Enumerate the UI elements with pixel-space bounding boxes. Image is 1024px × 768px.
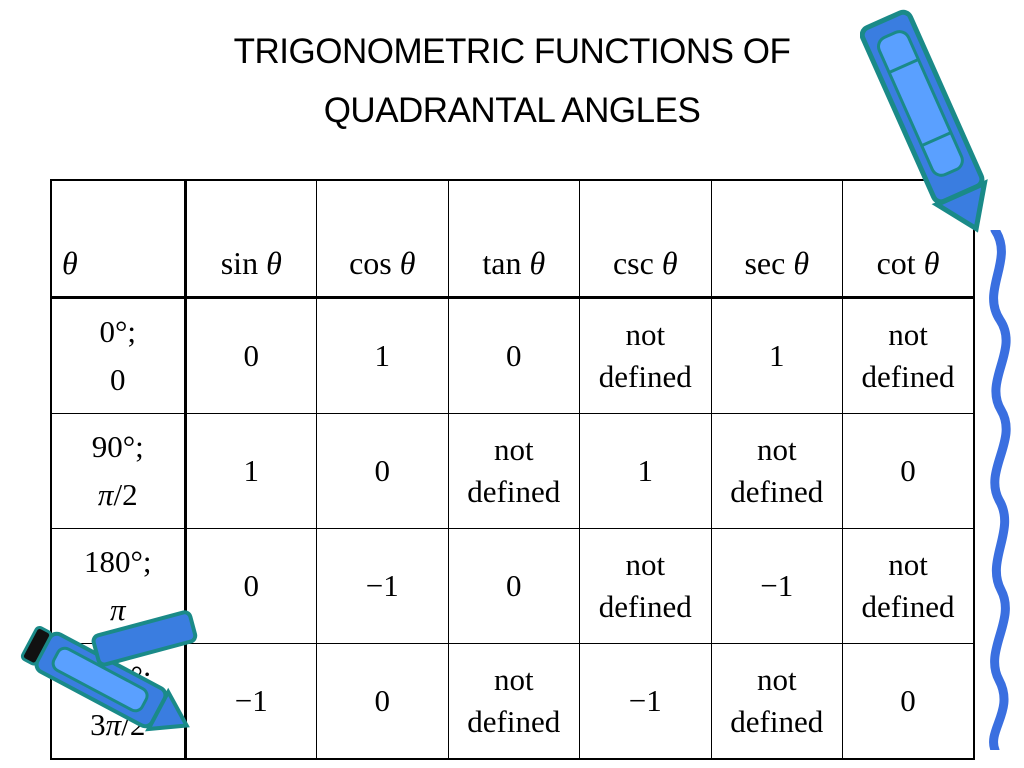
value-text-line: defined — [467, 704, 561, 739]
value-cell-sin: 0 — [184, 528, 317, 644]
value-cell-sec: not defined — [710, 413, 843, 529]
value-text-line: defined — [730, 704, 824, 739]
value-text-line: defined — [598, 359, 692, 394]
angle-degrees: 0°; — [99, 314, 136, 349]
header-sec: sec θ — [710, 179, 843, 299]
angle-cell: 0°;0 — [50, 297, 187, 414]
header-tan: tan θ — [447, 179, 580, 299]
value-text-line: defined — [467, 474, 561, 509]
value-cell-cot: not defined — [842, 297, 975, 414]
value-text-line: not — [625, 547, 666, 582]
value-text-line: not — [888, 547, 928, 582]
angle-cell: 90°; π/2 — [50, 413, 187, 529]
angle-degrees: 180°; — [83, 544, 152, 579]
value-text-line: not — [625, 317, 666, 352]
value-cell-cos: 1 — [316, 297, 449, 414]
value-cell-sec: 1 — [710, 297, 843, 414]
value-cell-cot: 0 — [842, 413, 975, 529]
value-text-line: defined — [730, 474, 824, 509]
title-line-2: QUADRANTAL ANGLES — [323, 91, 701, 130]
value-cell-sec: −1 — [710, 528, 843, 644]
value-cell-cot: not defined — [842, 528, 975, 644]
value-text-line: not — [493, 662, 534, 697]
ribbon-decoration-right — [989, 230, 1011, 750]
value-cell-sin: −1 — [184, 643, 317, 760]
value-cell-cos: −1 — [316, 528, 449, 644]
value-cell-csc: not defined — [579, 297, 712, 414]
value-text-line: not — [493, 432, 534, 467]
value-cell-sec: not defined — [710, 643, 843, 760]
value-text-line: not — [888, 317, 928, 352]
page-title: TRIGONOMETRIC FUNCTIONS OF QUADRANTAL AN… — [0, 22, 1024, 140]
value-text-line: defined — [861, 589, 955, 624]
header-theta: θ — [50, 179, 187, 299]
title-line-1: TRIGONOMETRIC FUNCTIONS OF — [233, 32, 791, 71]
value-cell-tan: not defined — [447, 413, 580, 529]
angle-degrees: 90°; — [91, 429, 144, 464]
value-cell-sin: 1 — [184, 413, 317, 529]
value-cell-sin: 0 — [184, 297, 317, 414]
value-text-line: not — [756, 432, 797, 467]
header-sin: sin θ — [184, 179, 317, 299]
value-text-line: defined — [598, 589, 692, 624]
value-cell-csc: −1 — [579, 643, 712, 760]
value-cell-tan: 0 — [447, 528, 580, 644]
value-text-line: not — [756, 662, 797, 697]
angle-radians: 0 — [110, 362, 126, 397]
pencil-decoration-bottom-left — [20, 610, 198, 732]
pencil-decoration-top-right — [860, 9, 988, 233]
value-cell-cos: 0 — [316, 413, 449, 529]
value-cell-cot: 0 — [842, 643, 975, 760]
value-cell-csc: not defined — [579, 528, 712, 644]
angle-radians: π/2 — [97, 477, 138, 512]
header-cos: cos θ — [316, 179, 449, 299]
value-cell-csc: 1 — [579, 413, 712, 529]
angle-radians: π — [109, 592, 126, 627]
value-cell-tan: 0 — [447, 297, 580, 414]
header-csc: csc θ — [579, 179, 712, 299]
quadrantal-angles-table: θ sin θ cos θ tan θ csc θ sec θ cot θ 0°… — [50, 179, 975, 760]
table-header-row: θ sin θ cos θ tan θ csc θ sec θ cot θ — [50, 179, 975, 299]
value-cell-tan: not defined — [447, 643, 580, 760]
value-cell-cos: 0 — [316, 643, 449, 760]
value-text-line: defined — [861, 359, 955, 394]
